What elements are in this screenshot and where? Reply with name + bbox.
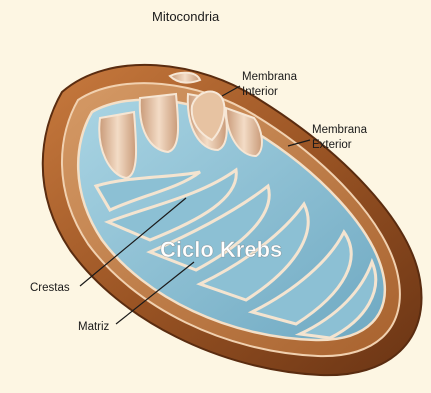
inner-membrane-label-line1: Membrana bbox=[242, 71, 298, 83]
matrix-label: Matriz bbox=[78, 321, 110, 333]
diagram-title: Mitocondria bbox=[152, 9, 220, 24]
inner-membrane-label-line2: Interior bbox=[242, 86, 278, 98]
outer-membrane-label-line1: Membrana bbox=[312, 124, 368, 136]
outer-membrane-label-line2: Exterior bbox=[312, 139, 352, 151]
overlay-caption: Ciclo Krebs bbox=[160, 237, 282, 262]
cristae-label: Crestas bbox=[30, 282, 70, 294]
